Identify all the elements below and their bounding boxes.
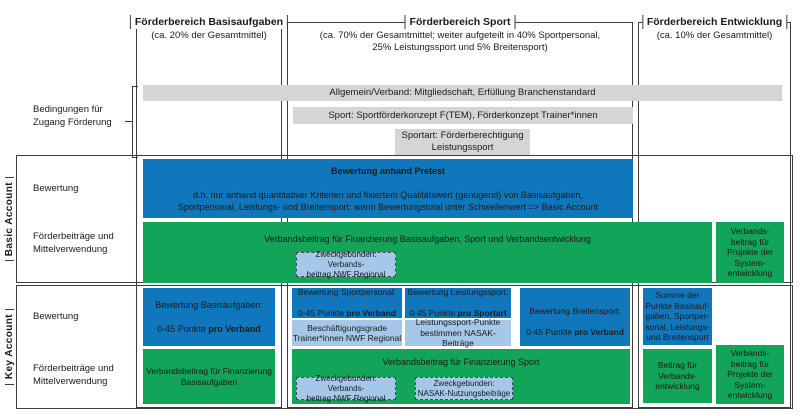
column-title-entwicklung: Förderbereich Entwicklung bbox=[641, 15, 788, 29]
basic-dashed-nwf-box: Zweckgebunden: Verbands- beitrag NWF Reg… bbox=[296, 250, 396, 279]
box-points: 0-45 Punkte pro Sportart bbox=[408, 308, 509, 319]
box-title: Bewertung Sportpersonal: bbox=[297, 287, 397, 298]
points-text: 0-45 Punkte bbox=[298, 308, 344, 319]
key-dashed-nwf-box: Zweckgebunden: Verbands- beitrag NWF Reg… bbox=[296, 374, 396, 403]
basic-pretest-body: d.h. nur anhand quantitativer Kriterien … bbox=[177, 189, 599, 212]
row-label-basic-foerderbeitraege: Förderbeiträge und Mittelverwendung bbox=[33, 231, 114, 255]
basic-pretest-title: Bewertung anhand Pretest bbox=[330, 165, 446, 176]
row-label-key-foerderbeitraege: Förderbeiträge und Mittelverwendung bbox=[33, 363, 114, 387]
column-subtitle-sport: (ca. 70% der Gesamtmittel; weiter aufget… bbox=[319, 30, 601, 53]
key-bewertung-leistungssport-content: Bewertung Leistungssport: 0-45 Punkte pr… bbox=[408, 277, 509, 330]
key-beschaeftigungsgrade-box: Beschäftigungsgrade Trainer*innen NWF Re… bbox=[292, 320, 402, 346]
column-title-sport: Förderbereich Sport bbox=[404, 15, 516, 29]
key-beitrag-verbandsentwicklung-box: Beitrag für Verbands- entwicklung bbox=[643, 349, 712, 403]
condition-bar-sport: Sport: Sportförderkonzept F(TEM), Förder… bbox=[293, 107, 633, 124]
box-title: Bewertung Basisaufgaben: bbox=[155, 300, 263, 310]
key-systementwicklung-box: Verbands- beitrag für Projekte der Syste… bbox=[716, 345, 784, 404]
column-sport: Förderbereich Sport (ca. 70% der Gesamtm… bbox=[287, 15, 633, 408]
key-bewertung-basisaufgaben-box: Bewertung Basisaufgaben: 0-45 Punkte pro… bbox=[143, 288, 275, 346]
box-points: 0-45 Punkte pro Verband bbox=[526, 327, 624, 338]
points-text: 0-45 Punkte bbox=[409, 308, 456, 319]
key-green-sport-bar: Verbandsbeitrag für Finanzierung Sport Z… bbox=[292, 349, 630, 404]
key-bewertung-sportpersonal-content: Bewertung Sportpersonal: 0-45 Punkte pro… bbox=[298, 277, 396, 330]
tick-line bbox=[4, 260, 14, 262]
column-subtitle-entwicklung: (ca. 10% der Gesamtmittel) bbox=[656, 30, 773, 41]
basic-systementwicklung-box: Verbands- beitrag für Projekte der Syste… bbox=[716, 222, 784, 283]
conditions-bracket-vline bbox=[132, 86, 133, 158]
key-bewertung-basisaufgaben-content: Bewertung Basisaufgaben: 0-45 Punkte pro… bbox=[155, 287, 263, 347]
basic-pretest-box: Bewertung anhand Pretest d.h. nur anhand… bbox=[143, 159, 633, 218]
key-green-basisaufgaben-box: Verbandsbeitrag für Finanzierung Basisau… bbox=[143, 349, 275, 404]
basic-account-label: Basic Account bbox=[1, 155, 17, 283]
key-account-label-text: Key Account bbox=[3, 314, 15, 380]
conditions-bracket-tick-top bbox=[132, 86, 138, 87]
tick-line bbox=[4, 309, 14, 311]
conditions-label: Bedingungen für Zugang Förderung bbox=[33, 104, 112, 128]
condition-bar-allgemein: Allgemein/Verband: Mitgliedschaft, Erfül… bbox=[143, 85, 782, 101]
box-points: 0-45 Punkte pro Verband bbox=[155, 323, 263, 335]
box-points: 0-45 Punkte pro Verband bbox=[298, 308, 396, 319]
points-bold-text: pro Sportart bbox=[457, 308, 507, 319]
basic-pretest-content: Bewertung anhand Pretest d.h. nur anhand… bbox=[178, 153, 598, 225]
key-account-frame bbox=[16, 285, 793, 409]
column-subtitle-basisaufgaben: (ca. 20% der Gesamtmittel) bbox=[151, 30, 267, 41]
key-account-label: Key Account bbox=[1, 285, 17, 409]
row-label-basic-bewertung: Bewertung bbox=[33, 183, 79, 194]
box-title: Bewertung Breitensport: bbox=[529, 305, 621, 316]
tick-line bbox=[4, 176, 14, 178]
conditions-bracket-tick-bottom bbox=[132, 157, 138, 158]
key-bewertung-sportpersonal-box: Bewertung Sportpersonal: 0-45 Punkte pro… bbox=[292, 287, 402, 318]
points-text: 0-45 Punkte bbox=[157, 324, 206, 334]
key-summe-punkte-box: Summe der Punkte Basisauf- gaben, Sportp… bbox=[643, 288, 712, 345]
column-title-basisaufgaben: Förderbereich Basisaufgaben bbox=[129, 15, 289, 29]
key-bewertung-breitensport-box: Bewertung Breitensport: 0-45 Punkte pro … bbox=[520, 288, 630, 346]
basic-account-label-text: Basic Account bbox=[3, 181, 15, 257]
key-bewertung-leistungssport-box: Bewertung Leistungssport: 0-45 Punkte pr… bbox=[405, 287, 511, 318]
key-nasak-punkte-box: Leistungssport-Punkte bestimmen NASAK-Be… bbox=[405, 317, 511, 348]
condition-bar-sportart: Sportart: Förderberechtigung Leistungssp… bbox=[395, 129, 530, 155]
column-entwicklung: Förderbereich Entwicklung (ca. 10% der G… bbox=[638, 15, 791, 408]
points-bold-text: pro Verband bbox=[574, 326, 624, 337]
box-title: Bewertung Leistungssport: bbox=[407, 287, 509, 298]
conditions-bracket-tick-mid bbox=[125, 121, 132, 122]
basic-green-bar: Verbandsbeitrag für Finanzierung Basisau… bbox=[143, 222, 712, 283]
points-bold-text: pro Verband bbox=[346, 308, 396, 319]
key-dashed-nasak-box: Zweckgebunden: NASAK-Nutzungsbeiträge bbox=[415, 377, 513, 400]
column-basisaufgaben: Förderbereich Basisaufgaben (ca. 20% der… bbox=[129, 15, 289, 408]
key-green-sport-text: Verbandsbeitrag für Finanzierung Sport bbox=[382, 357, 540, 367]
points-text: 0-45 Punkte bbox=[526, 326, 572, 337]
key-bewertung-breitensport-content: Bewertung Breitensport: 0-45 Punkte pro … bbox=[526, 295, 624, 348]
tick-line bbox=[4, 383, 14, 385]
row-label-key-bewertung: Bewertung bbox=[33, 311, 79, 322]
basic-green-bar-text: Verbandsbeitrag für Finanzierung Basisau… bbox=[264, 234, 591, 244]
points-bold-text: pro Verband bbox=[208, 324, 261, 334]
